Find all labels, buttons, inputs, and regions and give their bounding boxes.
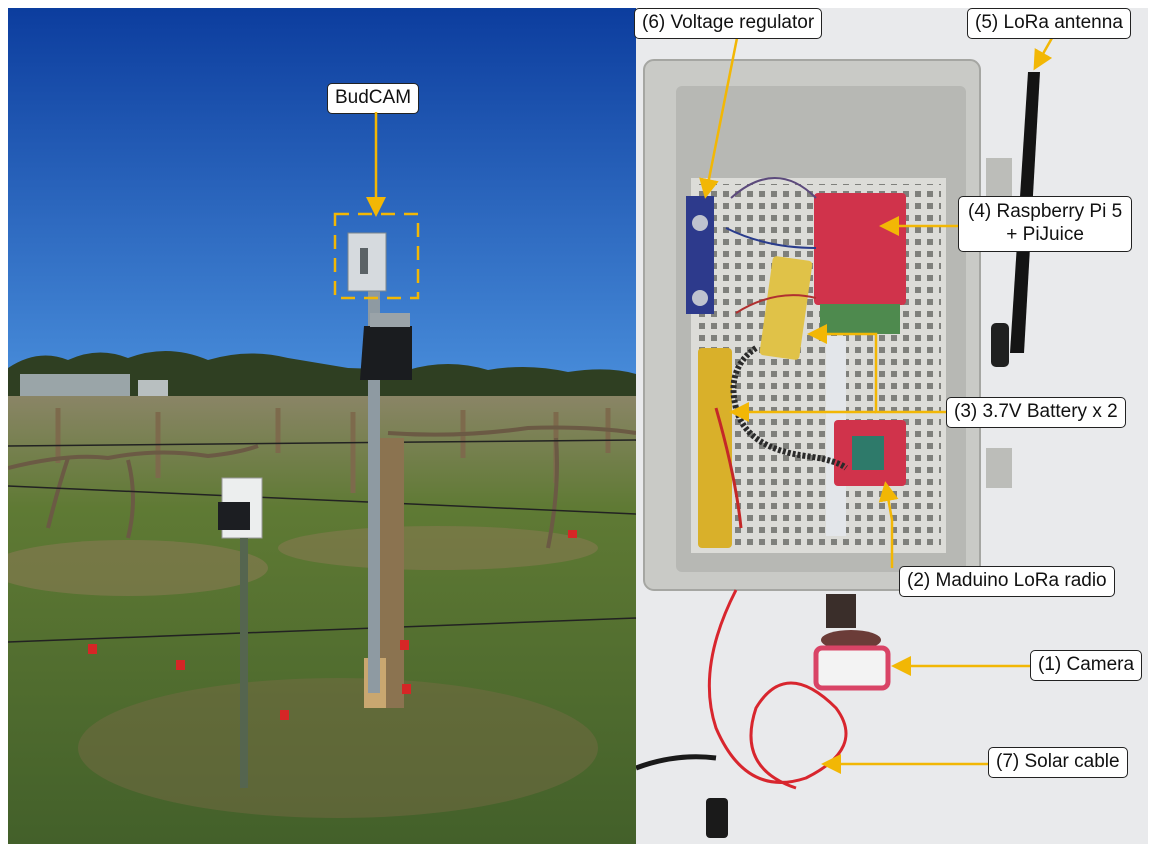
battery-label: (3) 3.7V Battery x 2 <box>946 397 1126 428</box>
ground <box>8 396 636 844</box>
voltage-regulator-label: (6) Voltage regulator <box>634 8 823 39</box>
solar-connector <box>706 798 728 838</box>
metal-pole <box>368 233 380 693</box>
field-photo: BudCAM <box>8 8 636 844</box>
budcam-label: BudCAM <box>327 83 420 114</box>
hinge-top <box>986 158 1012 198</box>
camera-label: (1) Camera <box>1030 650 1143 681</box>
coiled-cable <box>730 345 848 471</box>
camera-mount <box>826 594 856 628</box>
flags <box>88 530 577 720</box>
pijuice-board <box>814 193 906 305</box>
building <box>20 374 130 396</box>
raspberry-pi-label: (4) Raspberry Pi 5 + PiJuice <box>958 196 1133 252</box>
camera-housing <box>813 645 891 691</box>
raspberry-pi-label-line1: (4) Raspberry Pi 5 <box>968 201 1123 222</box>
lora-antenna-label: (5) LoRa antenna <box>967 8 1131 39</box>
grape-vines <box>8 425 636 549</box>
solar-cable-label: (7) Solar cable <box>988 747 1128 778</box>
antenna-mount <box>991 323 1009 367</box>
sky <box>8 8 636 398</box>
hinge-bottom <box>986 448 1012 488</box>
raspberry-pi-label-line2: + PiJuice <box>1006 223 1084 245</box>
solar-panel <box>360 326 412 380</box>
trellis-wires <box>8 439 636 643</box>
field-scene <box>8 8 636 844</box>
maduino-label: (2) Maduino LoRa radio <box>899 566 1115 597</box>
battery-2 <box>759 256 813 360</box>
battery-1 <box>698 348 732 548</box>
